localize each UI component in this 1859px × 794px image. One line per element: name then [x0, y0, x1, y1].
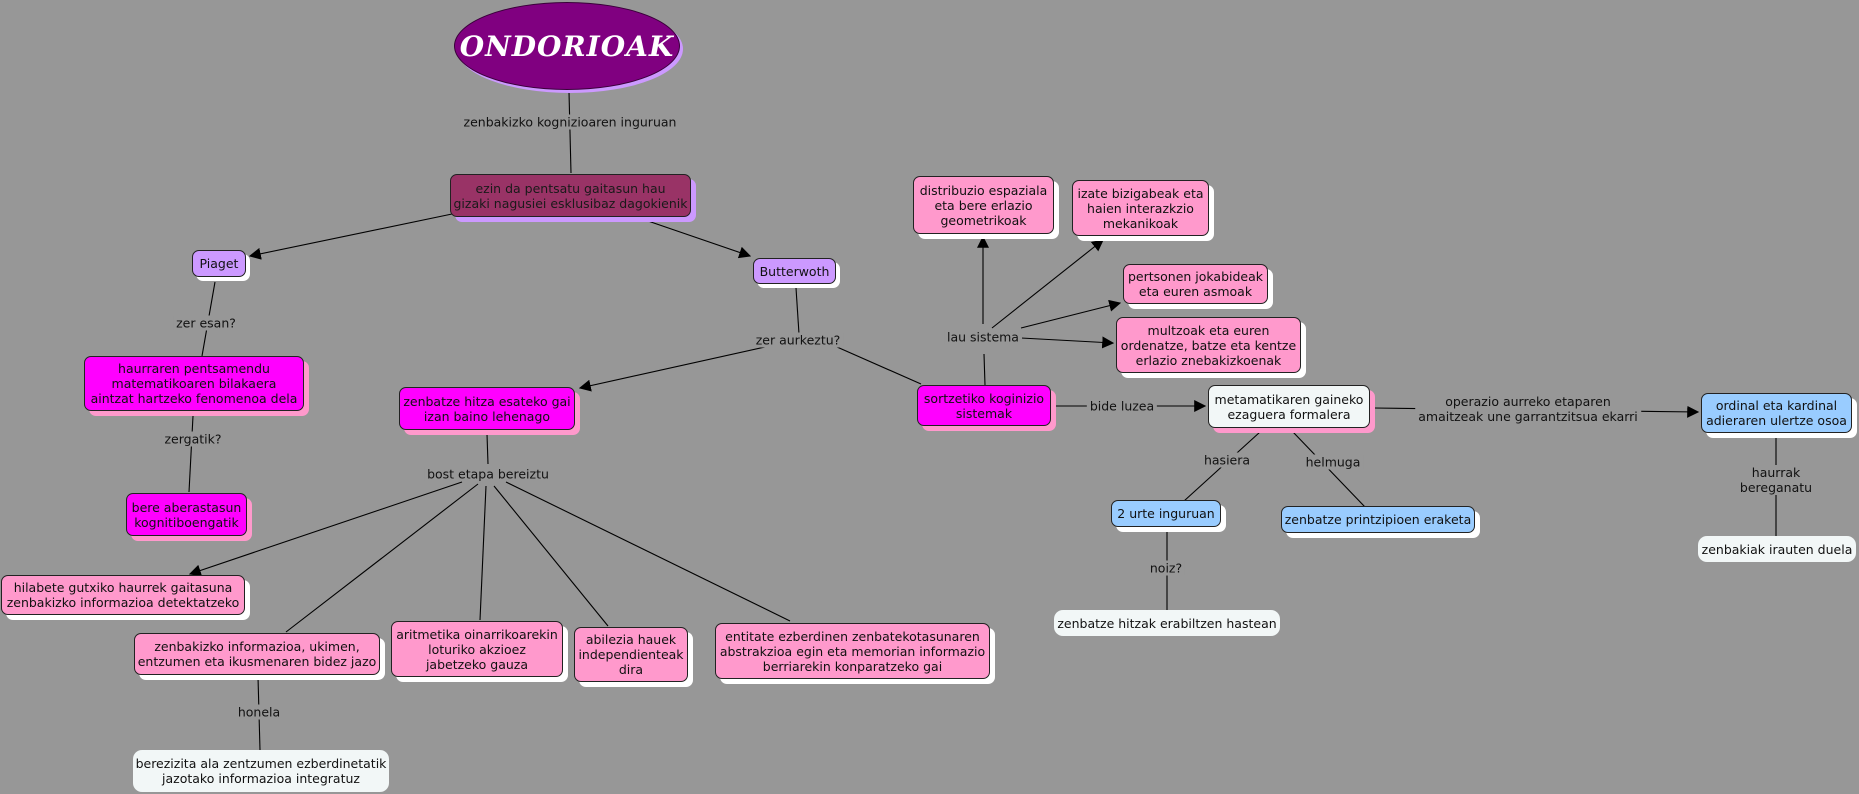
link-label-inguruan: zenbakizko kognizioaren inguruan [460, 114, 680, 130]
link-label-haurrak: haurrak bereganatu [1734, 465, 1818, 495]
node-hilabete[interactable]: hilabete gutxiko haurrek gaitasuna zenba… [1, 575, 245, 615]
node-informazioa[interactable]: zenbakizko informazioa, ukimen, entzumen… [134, 633, 380, 675]
node-multzoak[interactable]: multzoak eta euren ordenatze, batze eta … [1116, 317, 1301, 373]
node-hitzak[interactable]: zenbatze hitzak erabiltzen hastean [1054, 610, 1280, 636]
link-label-operazio: operazio aurreko etaparen amaitzeak une … [1415, 394, 1641, 424]
node-pertsonen[interactable]: pertsonen jokabideak eta euren asmoak [1123, 264, 1268, 304]
node-berezizita[interactable]: berezizita ala zentzumen ezberdinetatik … [133, 750, 389, 792]
node-haurraren[interactable]: haurraren pentsamendu matematikoaren bil… [84, 356, 304, 411]
link-label-zergatik: zergatik? [161, 431, 225, 447]
link-label-bide-luzea: bide luzea [1086, 398, 1158, 414]
node-main-conclusion[interactable]: ezin da pentsatu gaitasun hau gizaki nag… [450, 174, 691, 217]
node-bere-aberastasun[interactable]: bere aberastasun kognitiboengatik [126, 493, 247, 536]
node-abilezia[interactable]: abilezia hauek independienteak dira [574, 627, 688, 682]
link-label-lau-sistema: lau sistema [944, 329, 1022, 345]
link-label-hasiera: hasiera [1200, 452, 1254, 468]
node-izate[interactable]: izate bizigabeak eta haien interazkzio m… [1072, 180, 1209, 236]
link-label-honela: honela [234, 704, 284, 720]
link-label-zer-aurkeztu: zer aurkeztu? [752, 332, 844, 348]
node-piaget[interactable]: Piaget [192, 250, 246, 277]
node-metamatikaren[interactable]: metamatikaren gaineko ezaguera formalera [1208, 385, 1370, 428]
node-distribuzio[interactable]: distribuzio espaziala eta bere erlazio g… [913, 176, 1054, 234]
node-entitate[interactable]: entitate ezberdinen zenbatekotasunaren a… [715, 623, 990, 679]
link-label-helmuga: helmuga [1302, 454, 1364, 470]
link-label-zer-esan: zer esan? [173, 315, 239, 331]
node-printzipioen[interactable]: zenbatze printzipioen eraketa [1281, 506, 1475, 533]
node-2-urte[interactable]: 2 urte inguruan [1111, 500, 1221, 527]
node-zenbakiak[interactable]: zenbakiak irauten duela [1698, 536, 1856, 562]
node-sortzetiko[interactable]: sortzetiko koginizio sistemak [917, 385, 1051, 426]
node-aritmetika[interactable]: aritmetika oinarrikoarekin loturiko akzi… [391, 621, 563, 677]
link-label-bost-etapa: bost etapa bereiztu [424, 466, 552, 482]
node-zenbatze-hitza[interactable]: zenbatze hitza esateko gai izan baino le… [399, 387, 575, 430]
title-ellipse: ONDORIOAK [454, 2, 680, 90]
node-ordinal[interactable]: ordinal eta kardinal adieraren ulertze o… [1701, 393, 1852, 433]
node-butterworth[interactable]: Butterwoth [753, 258, 836, 284]
link-label-noiz: noiz? [1146, 560, 1186, 576]
